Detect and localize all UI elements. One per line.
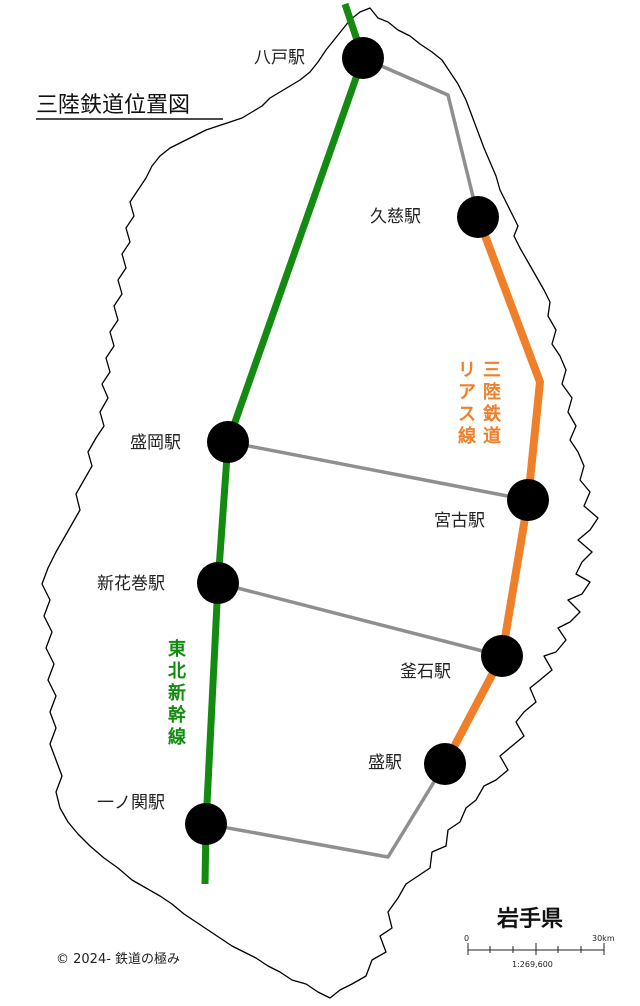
- scale-end-label: 30km: [592, 934, 615, 943]
- sanriku-label-char: 線: [458, 425, 476, 447]
- station-label-kuji: 久慈駅: [370, 207, 421, 227]
- sanriku-label-char: ア: [458, 382, 476, 403]
- station-label-ichinoseki: 一ノ関駅: [97, 793, 165, 813]
- shinkansen-label-char: 東: [168, 638, 186, 660]
- station-marker-morioka[interactable]: [207, 421, 249, 463]
- scale-bar: [467, 943, 605, 955]
- tohoku-shinkansen-label: 東 北 新 幹 線: [168, 638, 187, 748]
- station-markers: [185, 37, 549, 845]
- shin-hanamaki-kamaishi-line: [217, 581, 503, 658]
- station-label-hachinohe: 八戸駅: [254, 48, 305, 68]
- station-label-sakari: 盛駅: [368, 753, 402, 773]
- map-title: 三陸鉄道位置図: [36, 93, 190, 118]
- copyright-text: © 2024- 鉄道の極み: [56, 951, 180, 967]
- hachinohe-kuji-line: [362, 56, 480, 218]
- sanriku-label-char: リ: [458, 360, 476, 381]
- sanriku-label-char: 道: [483, 425, 501, 447]
- connector-lines: [205, 56, 529, 859]
- station-marker-kuji[interactable]: [457, 196, 499, 238]
- morioka-miyako-line: [227, 440, 529, 502]
- shinkansen-label-char: 北: [168, 661, 186, 682]
- scale-start-label: 0: [464, 934, 469, 943]
- sanriku-label-char: ス: [458, 404, 476, 425]
- station-marker-hachinohe[interactable]: [342, 37, 384, 79]
- station-label-shin-hanamaki: 新花巻駅: [97, 574, 165, 594]
- shinkansen-label-char: 線: [168, 726, 186, 748]
- station-marker-ichinoseki[interactable]: [185, 803, 227, 845]
- shinkansen-label-char: 新: [168, 682, 186, 704]
- ichinoseki-sakari-line: [205, 763, 447, 859]
- station-label-kamaishi: 釜石駅: [400, 662, 451, 682]
- station-label-morioka: 盛岡駅: [130, 433, 181, 453]
- sanriku-rias-label: 三 陸 鉄 道 リ ア ス 線: [458, 360, 501, 447]
- station-marker-sakari[interactable]: [424, 743, 466, 785]
- sanriku-label-char: 三: [483, 360, 501, 381]
- sanriku-label-char: 陸: [483, 381, 501, 403]
- sanriku-label-char: 鉄: [483, 403, 501, 425]
- station-marker-shin-hanamaki[interactable]: [197, 562, 239, 604]
- station-marker-kamaishi[interactable]: [481, 635, 523, 677]
- scale-ratio-label: 1:269,600: [512, 960, 553, 969]
- station-label-miyako: 宮古駅: [434, 511, 485, 531]
- shinkansen-label-char: 幹: [168, 704, 187, 726]
- iwate-prefecture-outline: [41, 7, 599, 999]
- station-marker-miyako[interactable]: [507, 479, 549, 521]
- prefecture-name: 岩手県: [496, 907, 563, 932]
